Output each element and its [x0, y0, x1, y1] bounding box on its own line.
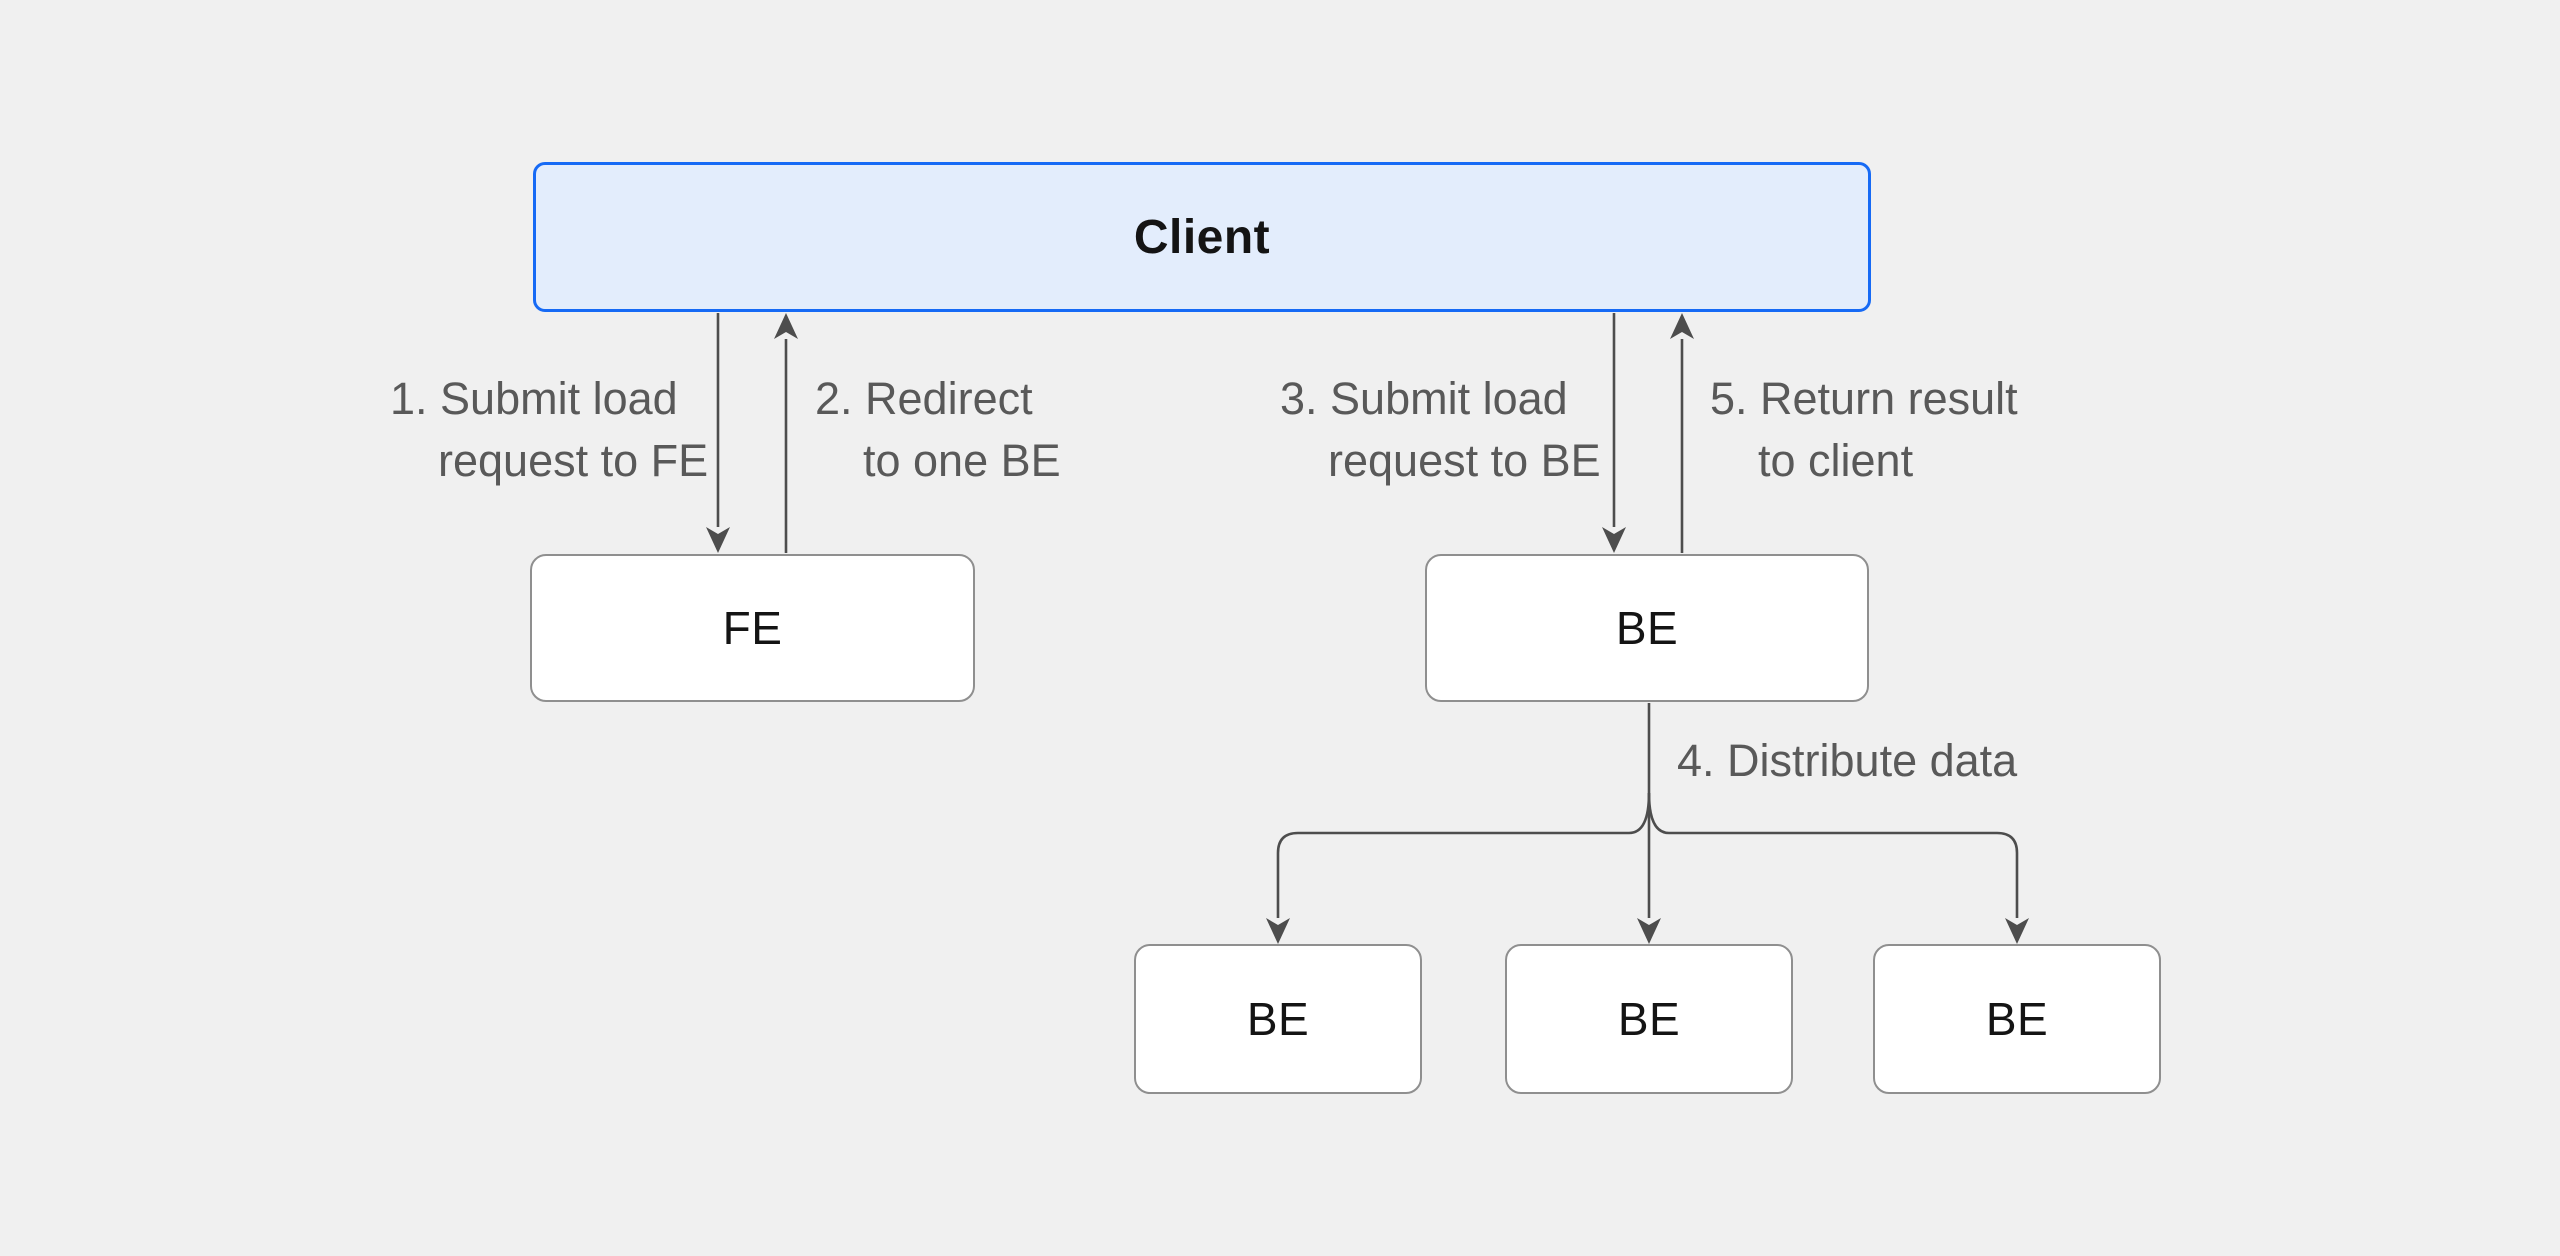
edge-label-step5-line2: to client [1758, 435, 1914, 486]
node-be-worker-3-label: BE [1985, 993, 2049, 1045]
edge-label-step2-redirect-to-one-be: 2. Redirect to one BE [815, 368, 1061, 492]
node-be-label: BE [1615, 602, 1679, 654]
edge-label-step4-line1: 4. Distribute data [1677, 735, 2018, 786]
edge-label-step5-return-result-to-client: 5. Return result to client [1710, 368, 2018, 492]
node-be-worker-1-label: BE [1246, 993, 1310, 1045]
edge-label-step3-submit-load-request-to-be: 3. Submit load request to BE [1280, 368, 1601, 492]
edge-be-distribute-right-arrow [1647, 792, 2029, 944]
edge-label-step1-line2: request to FE [438, 435, 709, 486]
node-be-worker-2: BE [1505, 944, 1793, 1094]
edge-label-step3-line1: 3. Submit load [1280, 373, 1568, 424]
edge-label-step3-line2: request to BE [1328, 435, 1601, 486]
node-be-worker-2-label: BE [1617, 993, 1681, 1045]
edge-be-distribute-left-arrow [1266, 792, 1651, 944]
node-fe: FE [530, 554, 975, 702]
node-client-label: Client [1133, 210, 1271, 264]
node-be: BE [1425, 554, 1869, 702]
edge-label-step1-submit-load-request-to-fe: 1. Submit load request to FE [390, 368, 708, 492]
edge-label-step5-line1: 5. Return result [1710, 373, 2018, 424]
node-client: Client [533, 162, 1871, 312]
edge-label-step2-line2: to one BE [863, 435, 1061, 486]
edge-label-step1-line1: 1. Submit load [390, 373, 678, 424]
node-be-worker-1: BE [1134, 944, 1422, 1094]
edge-label-step4-distribute-data: 4. Distribute data [1677, 730, 2017, 792]
node-be-worker-3: BE [1873, 944, 2161, 1094]
node-fe-label: FE [722, 602, 783, 654]
edge-label-step2-line1: 2. Redirect [815, 373, 1033, 424]
